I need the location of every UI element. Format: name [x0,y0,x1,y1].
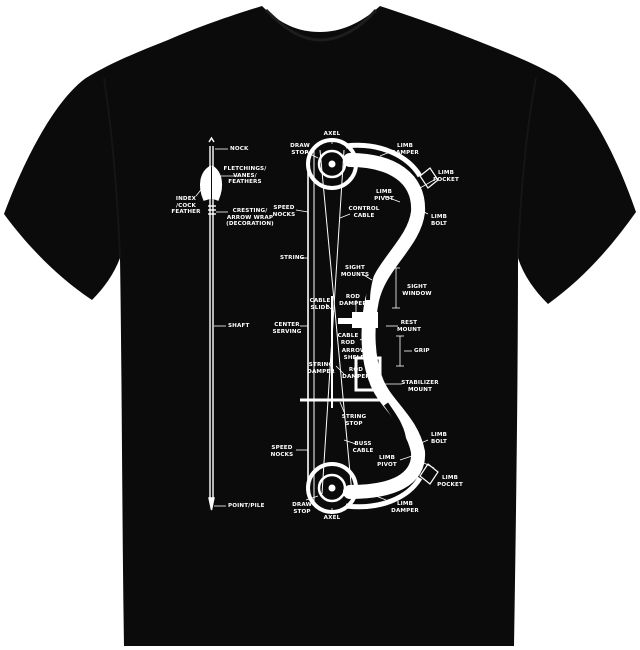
shirt-collar [264,8,378,42]
label-arrow-shelf: ARROW SHELF [341,348,367,361]
label-string-damper: STRING DAMPER [307,362,335,375]
label-buss-cable: BUSS CABLE [352,441,374,454]
label-control-cable: CONTROL CABLE [348,206,380,219]
label-limb-pivot-bottom: LIMB PIVOT [377,455,397,468]
label-limb-damper-top: LIMB DAMPER [391,143,419,156]
label-rod-damper-top: ROD DAMPER [339,294,367,307]
label-string-stop: STRING STOP [341,414,367,427]
label-cable-slide: CABLE SLIDE [309,298,331,311]
shirt-sleeve-seam-right [517,77,537,259]
label-axel-bottom: AXEL [323,515,341,521]
label-limb-pocket-bottom: LIMB POCKET [437,475,463,488]
label-cresting: CRESTING/ ARROW WRAP (DECORATION) [226,208,274,228]
label-speed-nocks-bottom: SPEED NOCKS [270,445,294,458]
label-limb-bolt-top: LIMB BOLT [430,214,448,227]
shirt-body [4,6,636,646]
label-grip: GRIP [414,348,430,354]
shirt-sleeve-seam-left [103,77,121,259]
label-draw-stop-top: DRAW STOP [290,143,310,156]
label-limb-bolt-bottom: LIMB BOLT [430,432,448,445]
label-fletchings: FLETCHINGS/ VANES/ FEATHERS [223,166,267,186]
label-axel-top: AXEL [323,131,341,137]
label-center-serving: CENTER SERVING [272,322,302,335]
label-limb-damper-bottom: LIMB DAMPER [391,501,419,514]
label-point-pile: POINT/PILE [228,503,265,509]
bow-drawing [295,138,439,514]
label-sight-mounts: SIGHT MOUNTS [340,265,370,278]
label-speed-nocks-top: SPEED NOCKS [272,205,296,218]
label-rod-damper-bottom: ROD DAMPER [342,367,370,380]
label-limb-pocket-top: LIMB POCKET [433,170,459,183]
label-shaft: SHAFT [228,323,250,329]
label-nock: NOCK [230,146,249,152]
label-index-cock-feather: INDEX /COCK FEATHER [171,196,201,216]
label-limb-pivot-top: LIMB PIVOT [374,189,394,202]
arrow-drawing [195,136,240,511]
label-string: STRING [280,255,305,261]
label-stabilizer-mount: STABILIZER MOUNT [401,380,439,393]
label-draw-stop-bottom: DRAW STOP [292,502,312,515]
label-cable-rod: CABLE ROD [337,333,359,346]
label-rest-mount: REST MOUNT [396,320,422,333]
label-sight-window: SIGHT WINDOW [402,284,432,297]
